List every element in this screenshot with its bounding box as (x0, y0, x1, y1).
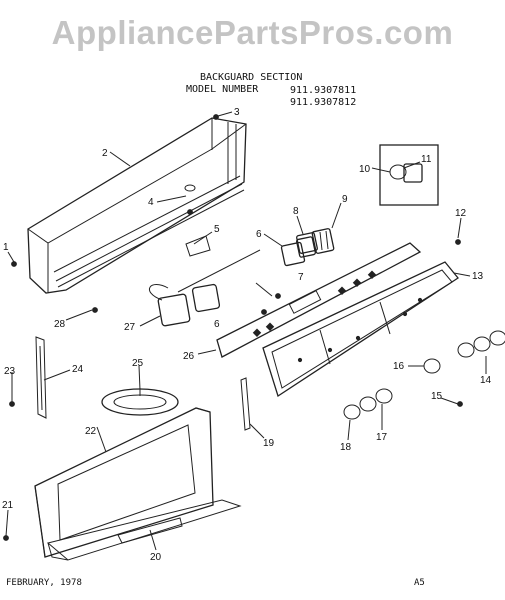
front-glass-part (262, 261, 459, 398)
side-bracket-part (35, 336, 47, 419)
callout-26: 26 (183, 351, 195, 362)
screws (3, 114, 463, 541)
callout-22: 22 (85, 426, 97, 437)
knob-14-group (457, 330, 505, 358)
backguard-housing-part (27, 117, 247, 294)
callout-6-upper: 6 (256, 229, 262, 240)
callout-14: 14 (480, 375, 492, 386)
model-number-1: 911.9307811 (290, 85, 357, 96)
callout-7: 7 (298, 272, 304, 283)
trim-strip-part (240, 377, 251, 431)
lower-frame-part (34, 407, 214, 558)
knob-16 (423, 358, 441, 374)
callout-19: 19 (263, 438, 275, 449)
callout-11: 11 (421, 154, 432, 165)
footer-code: A5 (414, 578, 425, 588)
callout-9: 9 (342, 194, 348, 205)
callout-8: 8 (293, 206, 299, 217)
block-8-part (296, 232, 318, 254)
callout-16: 16 (393, 361, 405, 372)
callout-1: 1 (3, 242, 9, 253)
bracket-5-part (185, 235, 211, 257)
block-6-part (280, 236, 316, 267)
callout-10: 10 (359, 164, 371, 175)
callout-4: 4 (148, 197, 154, 208)
wire-loop-part (101, 388, 179, 416)
callout-20: 20 (150, 552, 162, 563)
bottom-trim-part (46, 499, 242, 561)
callout-17: 17 (376, 432, 388, 443)
model-number-label: MODEL NUMBER (186, 84, 259, 95)
switch-assembly-part (148, 249, 261, 327)
model-number-2: 911.9307812 (290, 97, 357, 108)
callout-5: 5 (214, 224, 220, 235)
watermark-logo-text: AppliancePartsPros.com (51, 14, 454, 51)
knob-17-18-group (343, 388, 393, 420)
section-title: BACKGUARD SECTION (200, 72, 303, 83)
callout-21: 21 (2, 500, 14, 511)
block-9-part (311, 228, 335, 254)
callout-27: 27 (124, 322, 136, 333)
callout-labels: 1 2 3 4 5 6 6 7 8 9 10 11 12 13 14 15 16… (2, 107, 492, 563)
callout-24: 24 (72, 364, 84, 375)
callout-15: 15 (431, 391, 443, 402)
callout-2: 2 (102, 148, 108, 159)
callout-18: 18 (340, 442, 352, 453)
callout-13: 13 (472, 271, 484, 282)
callout-28: 28 (54, 319, 66, 330)
leader-lines (5, 111, 487, 551)
callout-12: 12 (455, 208, 467, 219)
callout-6-lower: 6 (214, 319, 220, 330)
control-panel-part (216, 242, 422, 358)
callout-25: 25 (132, 358, 144, 369)
callout-23: 23 (4, 366, 16, 377)
callout-3: 3 (234, 107, 240, 118)
footer-date: FEBRUARY, 1978 (6, 578, 82, 588)
